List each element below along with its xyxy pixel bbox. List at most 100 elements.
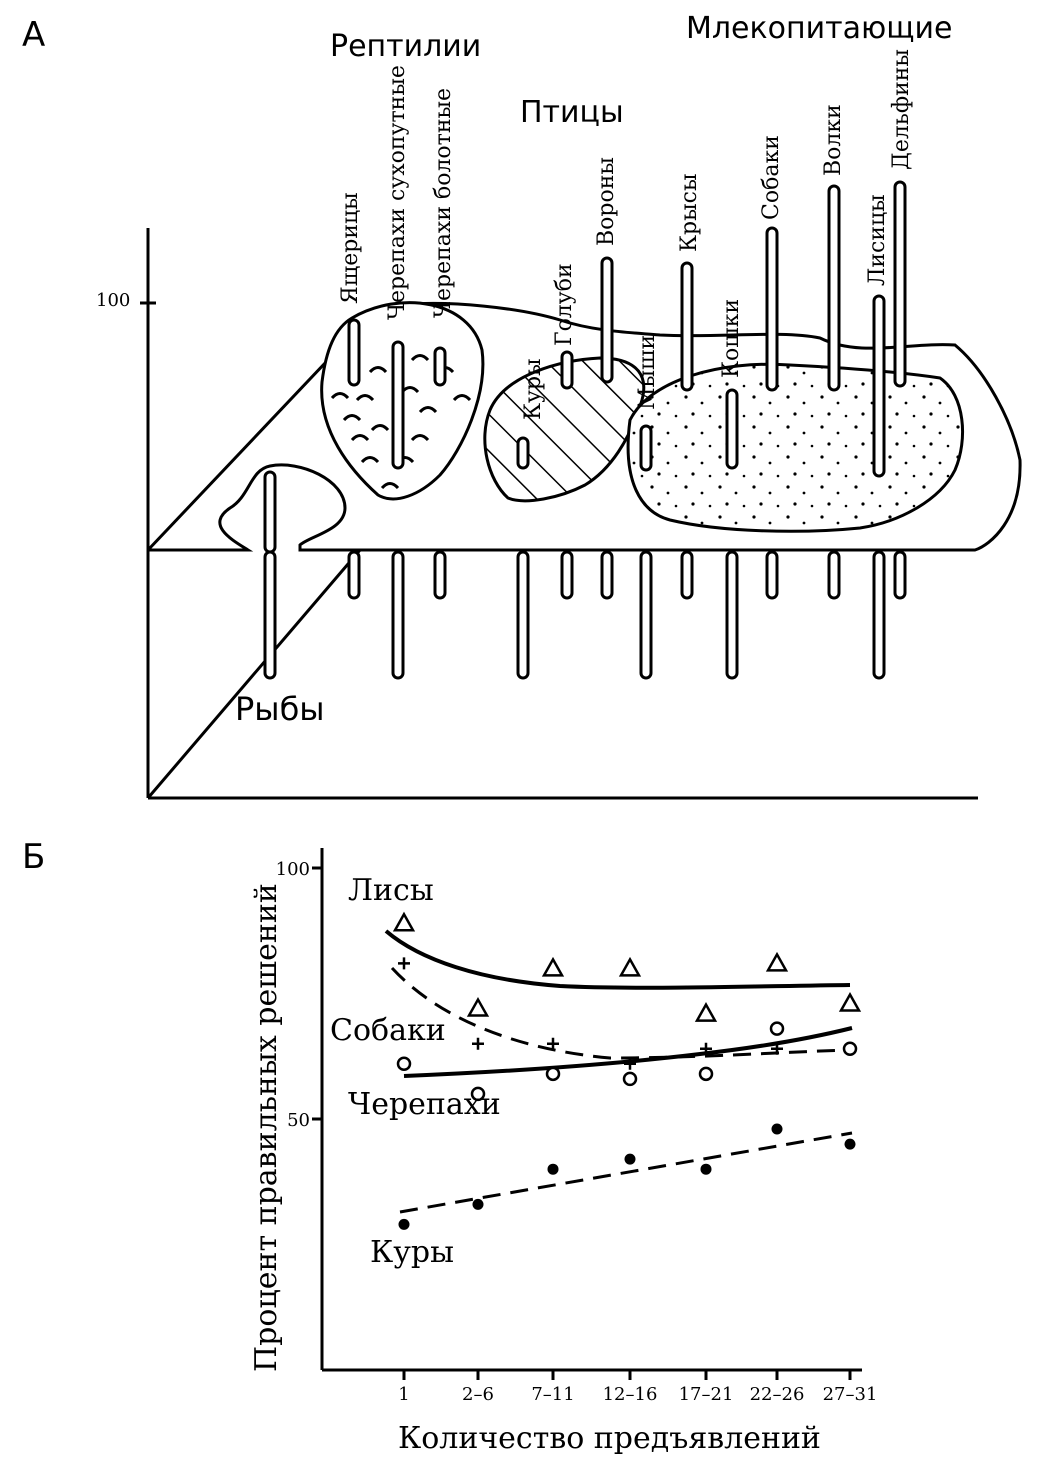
point-chickens xyxy=(624,1153,636,1165)
point-chickens xyxy=(398,1218,410,1230)
series-label-dogs: Собаки xyxy=(330,1013,446,1048)
y-tick-label-100: 100 xyxy=(96,290,130,311)
rod-upper xyxy=(560,350,574,390)
label-dogs: Собаки xyxy=(759,135,784,220)
point-chickens xyxy=(844,1138,856,1150)
scale-mark xyxy=(410,354,430,362)
point-turtles xyxy=(470,1086,486,1102)
label-foxes: Лисицы xyxy=(865,194,890,286)
rod-upper xyxy=(872,294,886,478)
rod-upper xyxy=(765,226,779,392)
rod-upper xyxy=(433,346,447,387)
point-foxes xyxy=(392,911,416,932)
chickens-rod xyxy=(516,436,530,680)
point-foxes xyxy=(466,997,490,1017)
series-label-turtles: Черепахи xyxy=(348,1087,501,1122)
scale-mark xyxy=(342,414,362,422)
group-label-reptiles: Рептилии xyxy=(330,29,481,64)
label-wolves: Волки xyxy=(821,104,846,176)
label-chickens: Куры xyxy=(521,358,546,420)
group-label-mammals: Млекопитающие xyxy=(686,11,952,46)
cats-rod xyxy=(725,388,739,680)
scale-mark xyxy=(410,434,430,442)
scale-mark xyxy=(330,392,350,400)
x-axis-title: Количество предъявлений xyxy=(398,1421,821,1456)
fit-curve-turtles xyxy=(403,1026,853,1078)
rod-lower xyxy=(433,550,447,600)
rod-lower xyxy=(263,550,277,680)
point-turtles xyxy=(545,1066,561,1082)
dolphins-rod xyxy=(893,180,907,600)
rod-lower xyxy=(827,550,841,600)
label-cats: Кошки xyxy=(719,299,744,378)
group-label-fish: Рыбы xyxy=(235,690,325,728)
scale-mark xyxy=(370,424,390,432)
rod-upper xyxy=(827,184,841,392)
rod-lower xyxy=(765,550,779,600)
scale-mark xyxy=(418,406,438,414)
series-foxes xyxy=(392,911,862,1022)
rod-lower xyxy=(680,550,694,600)
animal-rods xyxy=(263,180,907,680)
reptile-scale-marks xyxy=(330,354,472,490)
label-land-turtles: Черепахи сухопутные xyxy=(385,65,410,320)
point-dogs xyxy=(624,1057,636,1070)
series-label-foxes: Лисы xyxy=(348,873,434,908)
rod-upper xyxy=(639,424,653,472)
point-foxes xyxy=(541,956,565,977)
rod-upper xyxy=(893,180,907,388)
series-turtles xyxy=(396,1021,858,1102)
rats-rod xyxy=(680,261,694,600)
rod-lower xyxy=(725,550,739,680)
x-tick-label: 27–31 xyxy=(823,1384,878,1405)
point-chickens xyxy=(700,1163,712,1175)
label-lizards: Ящерицы xyxy=(338,192,363,304)
series-chickens xyxy=(398,1123,856,1230)
point-turtles xyxy=(396,1056,412,1072)
wolves-rod xyxy=(827,184,841,600)
dogs-rod xyxy=(765,226,779,600)
rod-lower xyxy=(639,550,653,680)
rod-upper xyxy=(391,340,405,470)
label-dolphins: Дельфины xyxy=(889,49,914,170)
plane-diagonal-front xyxy=(146,549,362,799)
rod-lower xyxy=(872,550,886,680)
y-tick-label: 100 xyxy=(276,859,310,880)
panel-b-axes xyxy=(320,848,862,1372)
y-tick-label: 50 xyxy=(287,1110,310,1131)
point-turtles xyxy=(622,1071,638,1087)
panel-a-axes xyxy=(140,228,1022,800)
point-foxes xyxy=(838,991,862,1012)
point-dogs xyxy=(547,1037,559,1050)
pigeons-rod xyxy=(560,350,574,600)
fit-curve-dogs xyxy=(390,966,851,1060)
series-label-chickens: Куры xyxy=(370,1235,454,1270)
x-tick-label: 1 xyxy=(398,1384,409,1405)
point-turtles xyxy=(769,1021,785,1036)
point-foxes xyxy=(765,951,789,972)
rod-lower xyxy=(347,550,361,600)
marsh-turtles-rod xyxy=(433,346,447,600)
rod-upper xyxy=(600,256,614,384)
rod-upper xyxy=(516,436,530,470)
x-tick-label: 17–21 xyxy=(679,1384,734,1405)
rod-upper xyxy=(263,470,277,554)
rod-lower xyxy=(516,550,530,680)
point-dogs xyxy=(472,1037,484,1050)
point-dogs xyxy=(398,957,410,970)
scale-mark xyxy=(360,456,380,464)
rod-lower xyxy=(893,550,907,600)
foxes-rod xyxy=(872,294,886,680)
scale-mark xyxy=(355,394,375,402)
point-chickens xyxy=(472,1198,484,1210)
x-tick-label: 7–11 xyxy=(531,1384,574,1405)
scale-mark xyxy=(380,482,400,490)
point-dogs xyxy=(700,1042,712,1055)
mammals-region xyxy=(626,362,965,533)
point-chickens xyxy=(547,1163,559,1175)
data-points xyxy=(392,911,862,1230)
